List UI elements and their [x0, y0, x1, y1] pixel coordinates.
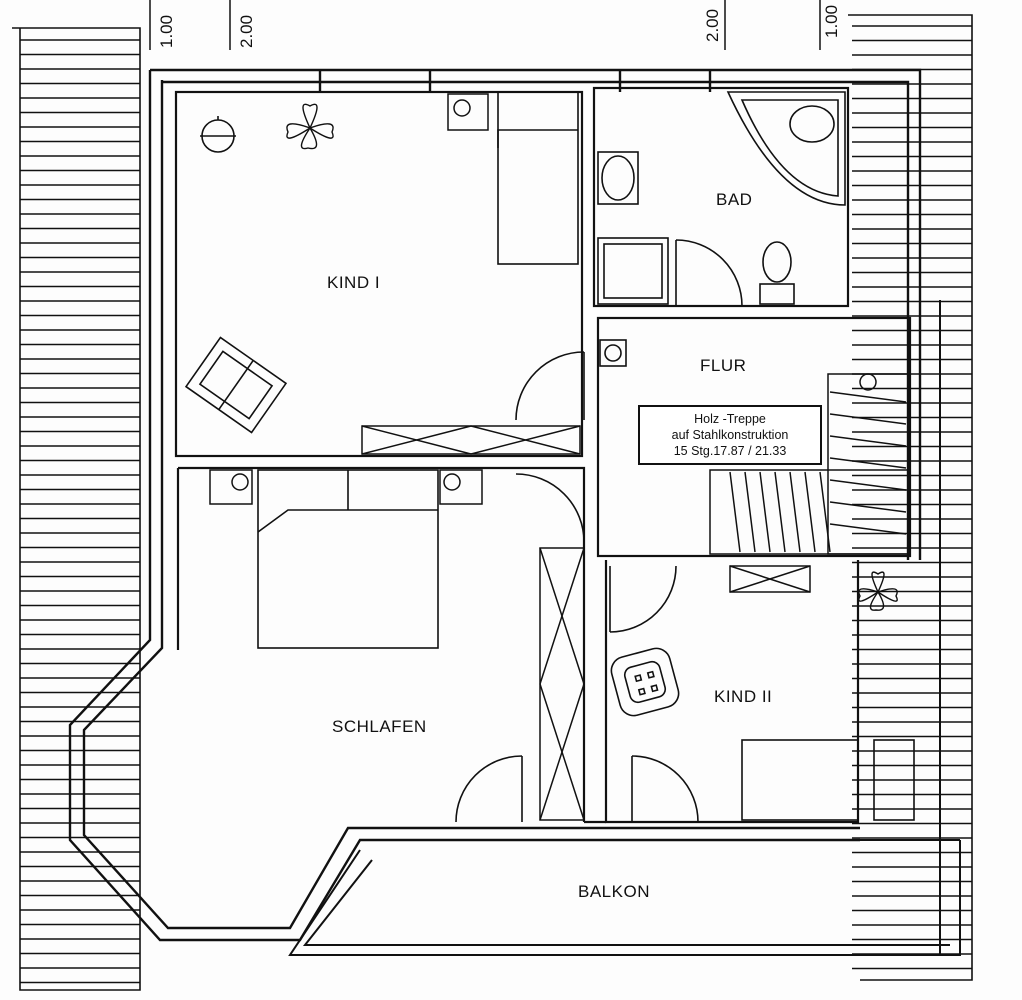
room-label-kind1: KIND I [327, 273, 381, 292]
stair-tread-line [729, 471, 741, 553]
staircase-icon [709, 373, 911, 555]
dimension-label-2: 2.00 [237, 14, 256, 48]
stair-tread-line [829, 479, 907, 491]
bed-icon [257, 91, 915, 821]
nightstand-lamp-icon [209, 93, 489, 505]
dimension-label-1: 1.00 [157, 14, 176, 48]
stair-note-line3: 15 Stg.17.87 / 21.33 [673, 444, 787, 458]
stair-tread-line [819, 471, 831, 553]
stair-note: Holz -Treppe auf Stahlkonstruktion 15 St… [638, 405, 822, 465]
balcony [288, 300, 961, 956]
outer-walls [68, 68, 922, 942]
stair-tread-line [829, 435, 907, 447]
dimension-label-3: 2.00 [703, 8, 722, 42]
stair-tread-line [804, 471, 816, 553]
dimension-lines [149, 0, 821, 50]
bathtub-icon [726, 91, 846, 206]
stair-tread-line [829, 391, 907, 403]
toilet-icon [759, 241, 795, 305]
room-label-flur: FLUR [700, 356, 747, 375]
shower-tray-icon [597, 237, 669, 305]
plant-icon [286, 103, 898, 611]
stair-tread-line [744, 471, 756, 553]
room-label-bad: BAD [716, 190, 753, 209]
round-table-icon [200, 116, 236, 153]
stair-tread-line [829, 523, 907, 535]
stair-tread-line [789, 471, 801, 553]
stair-tread-line [829, 413, 907, 425]
boiler-icon [599, 339, 627, 367]
stair-note-line2: auf Stahlkonstruktion [671, 428, 789, 442]
wardrobe-icon [361, 425, 811, 821]
chair-icon [184, 336, 680, 717]
dimension-label-4: 1.00 [822, 4, 841, 38]
stair-tread-line [759, 471, 771, 553]
room-label-kind2: KIND II [714, 687, 773, 706]
room-label-schlafen: SCHLAFEN [332, 717, 427, 736]
stair-note-line1: Holz -Treppe [694, 412, 766, 426]
room-label-balkon: BALKON [578, 882, 650, 901]
stair-tread-line [829, 501, 907, 513]
doors [455, 239, 743, 823]
washbasin-icon [597, 151, 639, 205]
stair-tread-line [774, 471, 786, 553]
stair-tread-line [829, 457, 907, 469]
